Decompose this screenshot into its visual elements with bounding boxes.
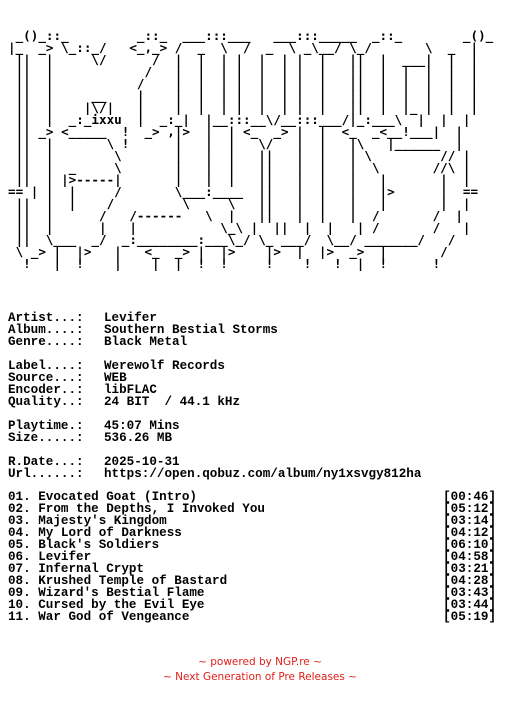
info-row-size: Size.....: 536.26 MB — [8, 431, 421, 445]
info-key: Album....: — [8, 323, 84, 337]
info-key: Genre....: — [8, 335, 84, 349]
track-title: 06. Levifer — [8, 550, 92, 564]
ascii-art: _()_::_ _::_ ___:::___ ___:::_____ _::_ … — [8, 28, 494, 271]
info-value: Southern Bestial Storms — [104, 323, 278, 337]
track-title: 09. Wizard's Bestial Flame — [8, 586, 205, 600]
info-row-playtime: Playtime.: 45:07 Mins — [8, 419, 421, 433]
track-title: 07. Infernal Crypt — [8, 562, 145, 576]
tracklist: 01. Evocated Goat (Intro) [00:46] 02. Fro… — [8, 490, 496, 624]
footer-tagline: ~ Next Generation of Pre Releases ~ — [163, 671, 357, 683]
track-time: [05:19] — [443, 610, 496, 624]
track-row: 06. Levifer [04:58] — [8, 550, 496, 564]
track-time: [00:46] — [443, 490, 496, 504]
ascii-logo: _()_::_ _::_ ___:::___ ___:::_____ _::_ … — [8, 6, 493, 282]
track-title: 01. Evocated Goat (Intro) — [8, 490, 197, 504]
info-value: libFLAC — [104, 383, 157, 397]
info-row-url: Url......: https://open.qobuz.com/album/n… — [8, 467, 422, 481]
track-time: [04:28] — [443, 574, 496, 588]
info-row-label: Label....: Werewolf Records — [8, 359, 421, 373]
track-title: 04. My Lord of Darkness — [8, 526, 182, 540]
info-key: Size.....: — [8, 431, 84, 445]
info-key: Url......: — [8, 467, 84, 481]
track-title: 08. Krushed Temple of Bastard — [8, 574, 228, 588]
track-title: 02. From the Depths, I Invoked You — [8, 502, 265, 516]
info-value: Black Metal — [104, 335, 188, 349]
track-row: 11. War God of Vengeance [05:19] — [8, 610, 496, 624]
info-key: Playtime.: — [8, 419, 84, 433]
footer-powered-by: ~ powered by NGP.re ~ — [198, 656, 322, 668]
info-key: Artist...: — [8, 311, 84, 325]
info-key: Encoder..: — [8, 383, 84, 397]
track-row: 02. From the Depths, I Invoked You [05:12… — [8, 502, 496, 516]
info-key: Source...: — [8, 371, 84, 385]
info-row-source: Source...: WEB — [8, 371, 421, 385]
info-value-url[interactable]: https://open.qobuz.com/album/ny1xsvgy812… — [104, 467, 422, 481]
track-time: [05:12] — [443, 502, 496, 516]
release-info: Artist...: Levifer Album....: Southern Bes… — [8, 311, 422, 481]
info-key: Quality..: — [8, 395, 84, 409]
info-row-artist: Artist...: Levifer — [8, 311, 421, 325]
track-title: 03. Majesty's Kingdom — [8, 514, 167, 528]
info-value: WEB — [104, 371, 127, 385]
track-row: 01. Evocated Goat (Intro) [00:46] — [8, 490, 496, 504]
info-value: Levifer — [104, 311, 157, 325]
info-row-encoder: Encoder..: libFLAC — [8, 383, 421, 397]
track-row: 05. Black's Soldiers [06:10] — [8, 538, 496, 552]
info-value: 45:07 Mins — [104, 419, 180, 433]
track-row: 10. Cursed by the Evil Eye [03:44] — [8, 598, 496, 612]
track-title: 05. Black's Soldiers — [8, 538, 160, 552]
track-row: 08. Krushed Temple of Bastard [04:28] — [8, 574, 496, 588]
info-key: Label....: — [8, 359, 84, 373]
info-value: 536.26 MB — [104, 431, 173, 445]
info-key: R.Date...: — [8, 455, 84, 469]
track-row: 04. My Lord of Darkness [04:12] — [8, 526, 496, 540]
info-row-rdate: R.Date...: 2025-10-31 — [8, 455, 421, 469]
info-value: 24 BIT / 44.1 kHz — [104, 395, 241, 409]
track-time: [03:43] — [443, 586, 496, 600]
track-row: 07. Infernal Crypt [03:21] — [8, 562, 496, 576]
track-time: [04:58] — [443, 550, 496, 564]
info-row-quality: Quality..: 24 BIT / 44.1 kHz — [8, 395, 421, 409]
info-row-genre: Genre....: Black Metal — [8, 335, 421, 349]
track-title: 11. War God of Vengeance — [8, 610, 190, 624]
track-time: [06:10] — [443, 538, 496, 552]
track-row: 03. Majesty's Kingdom [03:14] — [8, 514, 496, 528]
track-time: [04:12] — [443, 526, 496, 540]
track-time: [03:14] — [443, 514, 496, 528]
track-time: [03:21] — [443, 562, 496, 576]
info-value: Werewolf Records — [104, 359, 225, 373]
track-title: 10. Cursed by the Evil Eye — [8, 598, 205, 612]
track-time: [03:44] — [443, 598, 496, 612]
track-row: 09. Wizard's Bestial Flame [03:43] — [8, 586, 496, 600]
info-row-album: Album....: Southern Bestial Storms — [8, 323, 421, 337]
info-value: 2025-10-31 — [104, 455, 180, 469]
